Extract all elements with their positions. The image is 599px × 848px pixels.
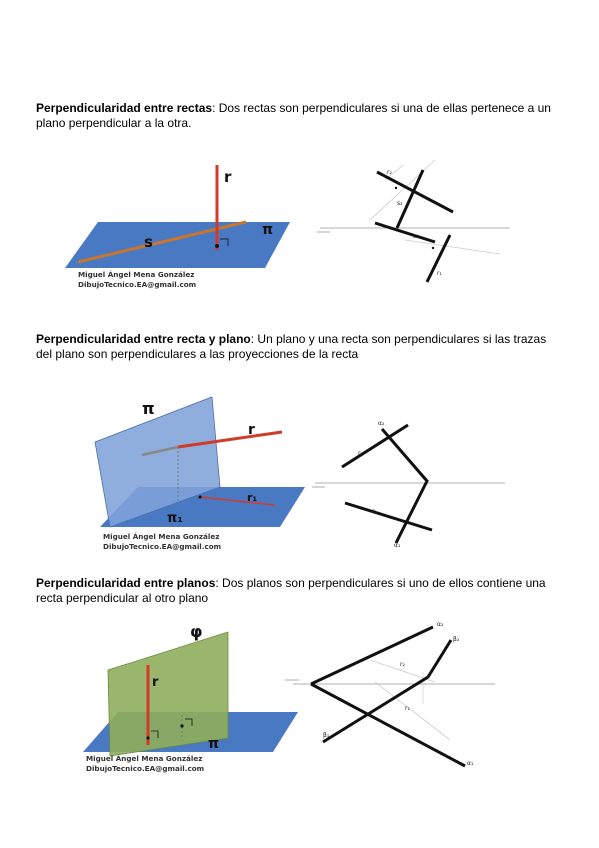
label-r: r bbox=[224, 168, 232, 186]
credit-name: Miguel Ángel Mena González bbox=[103, 532, 219, 541]
credit-email: DibujoTecnico.EA@gmail.com bbox=[78, 280, 196, 289]
section-2-paragraph: Perpendicularidad entre recta y plano: U… bbox=[36, 332, 564, 362]
credit-name: Miguel Ángel Mena González bbox=[86, 754, 202, 763]
label-alpha2: α₂ bbox=[437, 621, 444, 628]
section-1-title: Perpendicularidad entre rectas bbox=[36, 101, 213, 115]
right-angle-mark bbox=[151, 730, 159, 738]
label-pi1: π₁ bbox=[167, 511, 183, 526]
label-r2: r₂ bbox=[387, 169, 392, 176]
figure-1-projection: r₂ s₂ s₁ r₁ bbox=[317, 159, 510, 283]
label-r1: r₁ bbox=[405, 705, 410, 712]
point-mark bbox=[198, 495, 202, 499]
trace-alpha1 bbox=[310, 682, 466, 768]
label-r1: r₁ bbox=[437, 270, 442, 277]
line-r bbox=[177, 430, 283, 449]
intersection-point bbox=[215, 244, 219, 248]
credit-name: Miguel Ángel Mena González bbox=[78, 270, 194, 279]
projection-r1 bbox=[425, 234, 452, 283]
plane-pi bbox=[94, 396, 221, 528]
section-3-paragraph: Perpendicularidad entre planos: Dos plan… bbox=[36, 576, 564, 606]
projection-r2 bbox=[341, 423, 409, 469]
section-2-text: : Un plano y una recta son perpendicular… bbox=[36, 332, 547, 361]
projection-r2 bbox=[376, 170, 454, 214]
credit-email: DibujoTecnico.EA@gmail.com bbox=[86, 764, 204, 773]
right-angle-mark bbox=[220, 238, 229, 246]
label-pi: π bbox=[208, 736, 219, 752]
label-r1: r₁ bbox=[372, 508, 377, 515]
label-beta2: β₂ bbox=[453, 636, 460, 643]
label-pi: π bbox=[142, 399, 155, 418]
figure-2-3d: π r r₁ π₁ Miguel Ángel Mena González Dib… bbox=[94, 396, 305, 551]
figure-3-3d: φ r π Miguel Ángel Mena González DibujoT… bbox=[83, 622, 298, 773]
label-s1: s₁ bbox=[413, 233, 419, 240]
aux-line bbox=[374, 681, 451, 741]
label-r: r bbox=[248, 422, 255, 438]
figure-1-3d: r s π Miguel Ángel Mena González DibujoT… bbox=[65, 165, 290, 289]
label-pi: π bbox=[262, 222, 273, 238]
figure-2-projection: α₂ r₂ r₁ α₁ bbox=[312, 420, 505, 549]
label-r2: r₂ bbox=[400, 661, 405, 668]
label-beta1: β₁ bbox=[323, 732, 330, 739]
line-r-hidden bbox=[141, 445, 179, 457]
section-2-title: Perpendicularidad entre recta y plano bbox=[36, 332, 251, 346]
projection-s1 bbox=[374, 221, 436, 244]
label-r2: r₂ bbox=[358, 450, 363, 457]
plane-pi bbox=[65, 222, 290, 268]
section-1-text: : Dos rectas son perpendiculares si una … bbox=[36, 101, 551, 130]
label-r: r bbox=[152, 675, 159, 690]
projection-r1 bbox=[344, 501, 433, 532]
right-angle-mark bbox=[185, 718, 193, 726]
figure-3-projection: α₂ β₂ r₂ r₁ β₁ α₁ bbox=[285, 621, 495, 768]
point-mark bbox=[146, 736, 150, 740]
label-alpha1: α₁ bbox=[467, 760, 474, 767]
projection-s2 bbox=[395, 169, 425, 229]
section-1-paragraph: Perpendicularidad entre rectas: Dos rect… bbox=[36, 101, 564, 131]
trace-beta bbox=[322, 639, 453, 744]
point-mark bbox=[431, 246, 435, 250]
label-phi: φ bbox=[190, 622, 203, 641]
label-s: s bbox=[144, 233, 153, 251]
trace-alpha2 bbox=[310, 625, 434, 686]
credit-email: DibujoTecnico.EA@gmail.com bbox=[103, 542, 221, 551]
point-mark bbox=[180, 724, 184, 728]
aux-line bbox=[369, 159, 436, 221]
label-alpha1: α₁ bbox=[394, 542, 401, 549]
section-3-text: : Dos planos son perpendiculares si uno … bbox=[36, 576, 546, 605]
point-mark bbox=[394, 186, 398, 190]
aux-line bbox=[404, 239, 501, 255]
plane-phi bbox=[107, 631, 229, 757]
label-alpha2: α₂ bbox=[378, 420, 385, 427]
label-s2: s₂ bbox=[397, 200, 403, 207]
line-r1 bbox=[199, 496, 276, 506]
section-3-title: Perpendicularidad entre planos bbox=[36, 576, 216, 590]
label-r1: r₁ bbox=[247, 491, 257, 504]
